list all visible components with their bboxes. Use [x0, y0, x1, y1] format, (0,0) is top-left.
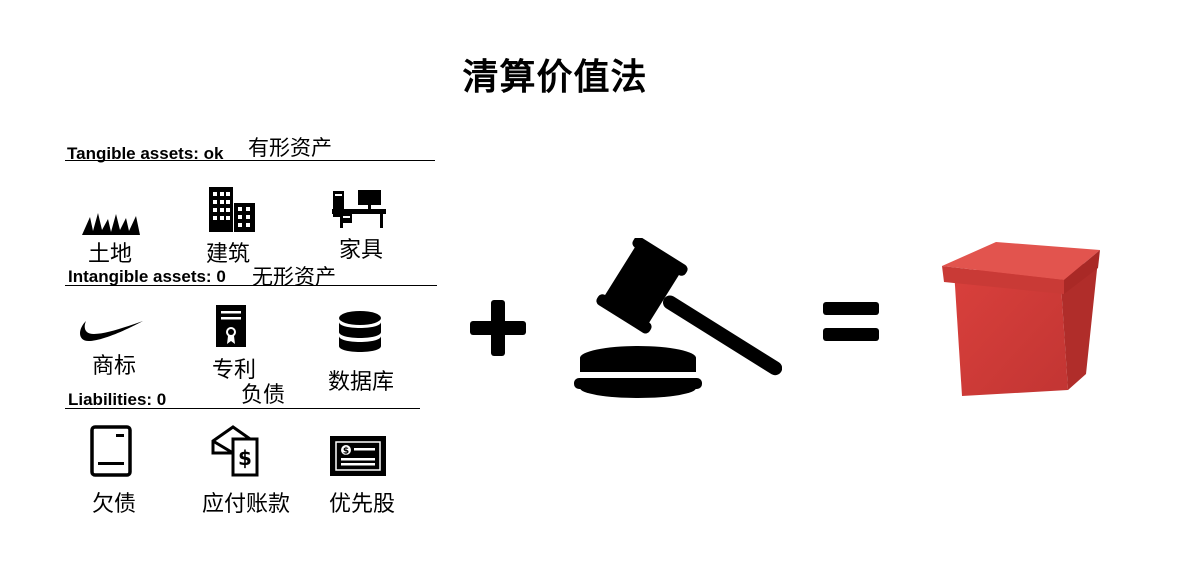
tangible-divider: [65, 160, 435, 161]
item-building: 建筑: [206, 242, 251, 267]
item-land: 土地: [88, 242, 133, 267]
page-title: 清算价值法: [462, 57, 648, 98]
intangible-assets-label: Intangible assets: 0: [68, 267, 226, 286]
item-preferred-stock: 优先股: [329, 492, 396, 517]
liabilities-label: Liabilities: 0: [68, 390, 167, 409]
item-accounts-payable: 应付账款: [202, 492, 291, 517]
red-box-icon: [942, 242, 1100, 396]
item-furniture: 家具: [339, 238, 384, 263]
intangible-assets-cn-label: 无形资产: [252, 265, 336, 289]
svg-text:$: $: [238, 446, 252, 470]
bill-envelope-icon: $: [211, 425, 259, 477]
equals-icon: [823, 302, 879, 341]
grass-icon: [82, 213, 140, 235]
intangible-divider: [65, 285, 437, 286]
database-icon: [339, 311, 381, 352]
svg-text:$: $: [343, 447, 349, 457]
tangible-assets-cn-label: 有形资产: [248, 136, 332, 160]
item-patent: 专利: [212, 358, 257, 383]
swoosh-icon: [80, 321, 143, 342]
tangible-assets-label: Tangible assets: ok: [67, 144, 224, 163]
gavel-icon: [574, 238, 782, 398]
desk-icon: [332, 190, 386, 228]
certificate-icon: [216, 305, 246, 347]
document-icon: [90, 425, 132, 477]
item-trademark: 商标: [92, 354, 137, 379]
building-icon: [209, 187, 255, 232]
liabilities-cn-label: 负债: [241, 383, 286, 408]
plus-icon: [470, 300, 526, 356]
item-database: 数据库: [328, 370, 395, 395]
liabilities-divider: [65, 408, 420, 409]
item-debt: 欠债: [92, 492, 137, 517]
stock-certificate-icon: $: [330, 436, 386, 476]
